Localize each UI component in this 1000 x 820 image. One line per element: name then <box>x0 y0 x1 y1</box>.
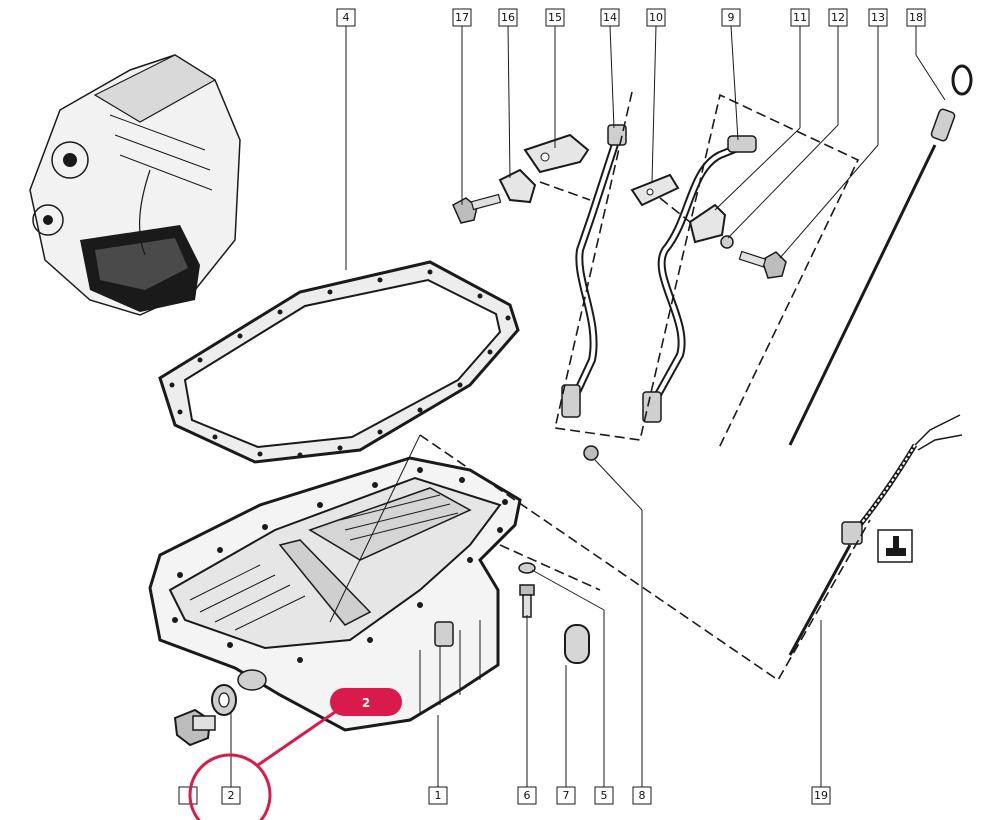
callout-box <box>828 8 848 27</box>
service-manual-icon[interactable] <box>877 529 913 563</box>
callout-box <box>868 8 888 27</box>
oil-pan-gasket <box>158 260 520 464</box>
callout-box <box>811 786 831 805</box>
callout-box <box>428 786 448 805</box>
callout-12: 12 <box>828 8 848 27</box>
callout-box <box>600 8 620 27</box>
callout-number: 10 <box>649 11 663 24</box>
highlight-marker[interactable]: 2 <box>188 688 402 820</box>
callout-number: 12 <box>831 11 845 24</box>
pan-bolt <box>518 562 536 618</box>
callout-number: 1 <box>435 789 442 802</box>
callout-5: 5 <box>594 786 614 805</box>
callout-18: 18 <box>906 8 926 27</box>
callout-number: 13 <box>871 11 885 24</box>
engine-thumbnail <box>29 54 241 316</box>
callout-box <box>556 786 576 805</box>
seal-ring <box>583 445 599 461</box>
callout-number: 16 <box>501 11 515 24</box>
callout-number: 18 <box>909 11 923 24</box>
oil-pan <box>148 456 522 732</box>
callout-4: 4 <box>336 8 356 27</box>
callout-box <box>221 786 241 805</box>
highlight-leader <box>257 708 339 767</box>
callout-number: 5 <box>601 789 608 802</box>
rubber-plug <box>564 624 590 664</box>
dipstick <box>788 64 973 446</box>
bracket-15 <box>523 133 590 174</box>
callout-box <box>594 786 614 805</box>
callout-box <box>906 8 926 27</box>
callout-box <box>721 8 741 27</box>
bracket-11 <box>688 203 727 244</box>
callout-box <box>498 8 518 27</box>
bolt-13 <box>738 250 787 279</box>
callout-13: 13 <box>868 8 888 27</box>
callout-number: 2 <box>228 789 235 802</box>
callout-box <box>646 8 666 27</box>
callout-number: 8 <box>639 789 646 802</box>
callout-7: 7 <box>556 786 576 805</box>
drain-plug <box>173 708 216 747</box>
callout-2: 2 <box>221 786 241 805</box>
callout-number: 17 <box>455 11 469 24</box>
callout-number: 14 <box>603 11 617 24</box>
callout-number: 7 <box>563 789 570 802</box>
callout-11: 11 <box>790 8 810 27</box>
callout-leaders <box>230 25 946 787</box>
callout-box <box>545 8 565 27</box>
callout-number: 4 <box>343 11 350 24</box>
callout-number: 19 <box>814 789 828 802</box>
dipstick-tube <box>561 124 627 418</box>
callout-box-obscured <box>178 786 198 805</box>
callout-box <box>452 8 472 27</box>
callout-8: 8 <box>632 786 652 805</box>
callout-1: 1 <box>428 786 448 805</box>
highlight-ring <box>188 753 272 820</box>
highlight-badge-label: 2 <box>362 696 370 710</box>
callout-16: 16 <box>498 8 518 27</box>
callout-6: 6 <box>517 786 537 805</box>
callout-box <box>790 8 810 27</box>
bolt-17 <box>452 193 502 224</box>
bracket-16 <box>498 168 537 204</box>
callout-19: 19 <box>811 786 831 805</box>
oil-level-sensor <box>788 414 963 656</box>
callout-box <box>632 786 652 805</box>
callout-box <box>517 786 537 805</box>
lock-washer-12 <box>720 235 734 249</box>
callout-17: 17 <box>452 8 472 27</box>
callout-14: 14 <box>600 8 620 27</box>
callout-number: 11 <box>793 11 807 24</box>
callout-box <box>336 8 356 27</box>
callout-number: 15 <box>548 11 562 24</box>
assembly-outlines <box>329 91 871 682</box>
highlight-badge[interactable] <box>330 688 402 716</box>
callout-15: 15 <box>545 8 565 27</box>
callout-number: 6 <box>524 789 531 802</box>
callout-10: 10 <box>646 8 666 27</box>
drain-plug-washer <box>211 684 237 716</box>
bracket-10 <box>630 173 680 207</box>
callout-9: 9 <box>721 8 741 27</box>
callout-number: 9 <box>728 11 735 24</box>
